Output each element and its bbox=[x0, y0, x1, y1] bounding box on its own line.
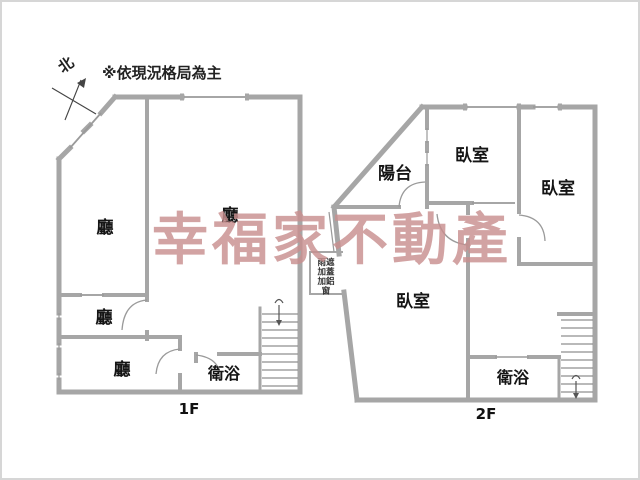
floor1-stair-arrow bbox=[274, 298, 284, 326]
annex-note: 雨遮 加蓋 加鋁 窗 bbox=[316, 257, 335, 297]
room-label-living-lower: 廳 bbox=[114, 359, 131, 380]
floor2-walls bbox=[330, 103, 598, 403]
floor1-doors bbox=[121, 299, 221, 380]
floor1-stairs bbox=[262, 313, 298, 387]
disclaimer-note: ※依現況格局為主 bbox=[102, 64, 222, 82]
svg-text:加鋁: 加鋁 bbox=[316, 276, 335, 287]
floor2-stair-arrow bbox=[571, 374, 581, 399]
room-label-balcony: 陽台 bbox=[378, 163, 412, 184]
svg-text:窗: 窗 bbox=[322, 286, 331, 297]
floor2-interior-walls bbox=[332, 105, 597, 402]
room-label-bathroom-2f: 衛浴 bbox=[496, 368, 530, 387]
room-label-bedroom-right: 臥室 bbox=[541, 178, 575, 199]
room-label-bathroom-1f: 衛浴 bbox=[207, 364, 241, 383]
svg-text:加蓋: 加蓋 bbox=[316, 267, 335, 278]
agency-watermark: 幸福家不動產 bbox=[152, 208, 512, 273]
compass-icon bbox=[51, 78, 97, 121]
svg-text:雨遮: 雨遮 bbox=[317, 257, 335, 268]
floor2-label: 2F bbox=[476, 405, 497, 423]
room-label-bedroom-main: 臥室 bbox=[396, 291, 430, 312]
room-label-living-left: 廳 bbox=[97, 217, 114, 238]
floor2-windows bbox=[328, 103, 562, 358]
floor2-stairs bbox=[561, 319, 593, 393]
room-label-bedroom-top: 臥室 bbox=[455, 145, 489, 166]
floor1-label: 1F bbox=[179, 400, 200, 418]
floor1-windows bbox=[58, 93, 249, 380]
floor1-interior-walls bbox=[57, 95, 262, 394]
floor2-annex-box bbox=[309, 251, 343, 295]
room-label-living-middle: 廳 bbox=[96, 307, 113, 328]
compass-north-label: 北 bbox=[55, 53, 78, 76]
floor2-doors bbox=[398, 181, 546, 246]
room-label-living-main: 廳 bbox=[222, 205, 239, 226]
